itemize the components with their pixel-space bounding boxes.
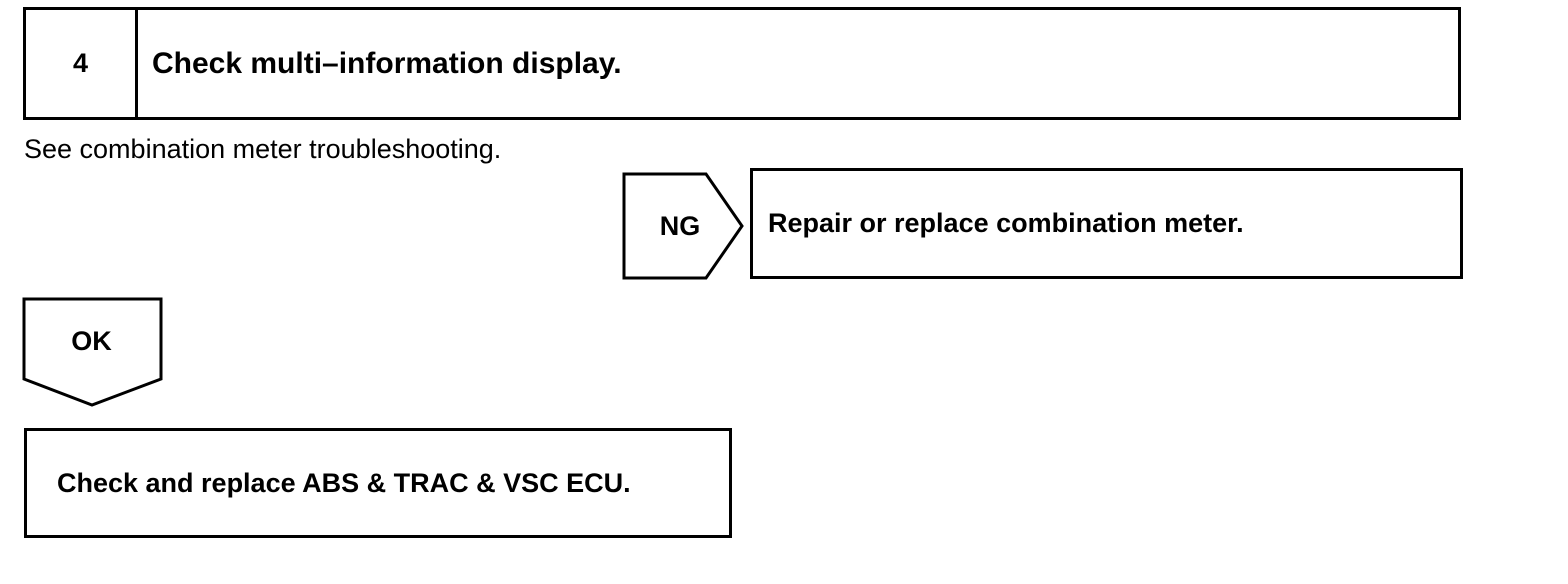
ng-action-text: Repair or replace combination meter. — [768, 208, 1244, 238]
ok-label: OK — [71, 325, 112, 356]
ok-action-box: Check and replace ABS & TRAC & VSC ECU. — [24, 428, 732, 538]
ok-action-text: Check and replace ABS & TRAC & VSC ECU. — [57, 467, 631, 498]
ng-arrow-shape — [622, 172, 744, 280]
ng-action-box: Repair or replace combination meter. — [750, 168, 1463, 279]
step-number: 4 — [26, 10, 138, 117]
reference-note: See combination meter troubleshooting. — [24, 134, 502, 164]
step-header: 4 Check multi–information display. — [23, 7, 1461, 120]
step-title: Check multi–information display. — [152, 46, 622, 80]
ng-label: NG — [659, 210, 701, 241]
ok-arrow-shape — [22, 297, 163, 407]
